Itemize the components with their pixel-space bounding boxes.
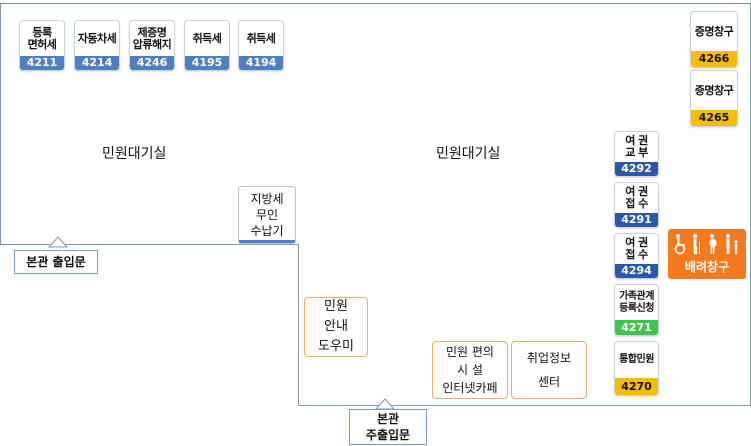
counter-passport-apply-2[interactable]: 여 권 접 수 4294 [614,233,659,279]
main-front-entrance-label: 본관 주출입문 [365,412,411,442]
counter-certificates[interactable]: 제증명 압류해지 4246 [129,20,175,71]
main-front-entrance[interactable]: 본관 주출입문 [349,409,427,445]
internet-cafe[interactable]: 민원 편의 시 설 인터넷카페 [432,341,508,399]
counter-label: 제증명 압류해지 [132,25,172,51]
counter-number: 4270 [615,378,658,395]
internet-cafe-label: 민원 편의 시 설 인터넷카페 [442,345,498,395]
counter-passport-issue[interactable]: 여 권 교 부 4292 [614,131,659,177]
cane-elder-icon [693,234,700,254]
tax-kiosk-label: 지방세 무인 수납기 [250,192,284,238]
job-info-center[interactable]: 취업정보 센터 [511,341,587,399]
priority-window-label: 배려창구 [684,260,730,274]
counter-number: 4246 [130,56,174,70]
counter-label: 취득세 [246,31,276,45]
wall-left [0,3,1,245]
counter-label: 가족관계 등록신청 [619,290,654,314]
counter-label: 등록 면허세 [27,25,57,51]
main-entrance-label: 본관 출입문 [26,255,86,269]
counter-certificate-window-2[interactable]: 증명창구 4265 [690,70,738,127]
wheelchair-icon [674,234,686,255]
counter-acquisition-tax-1[interactable]: 취득세 4195 [184,20,230,71]
counter-label: 자동차세 [77,31,117,45]
counter-number: 4292 [615,162,658,176]
counter-number: 4194 [239,56,283,70]
counter-number: 4266 [691,51,737,67]
priority-window[interactable]: 배려창구 [668,229,746,279]
counter-number: 4271 [615,320,658,335]
counter-label: 증명창구 [694,24,734,38]
counter-family-registration[interactable]: 가족관계 등록신청 4271 [614,284,659,336]
main-entrance[interactable]: 본관 출입문 [14,250,98,274]
wall-top [0,3,751,4]
counter-number: 4265 [691,110,737,126]
counter-vehicle-tax[interactable]: 자동차세 4214 [74,20,120,71]
job-info-label: 취업정보 센터 [526,351,572,389]
counter-label: 여 권 접 수 [625,236,648,261]
guide-helper-desk[interactable]: 민원 안내 도우미 [304,297,368,357]
wall-mid-horizontal [0,244,298,245]
counter-certificate-window-1[interactable]: 증명창구 4266 [690,11,738,68]
counter-number: 4211 [20,56,64,70]
counter-registration-tax[interactable]: 등록 면허세 4211 [19,20,65,71]
wall-bottom [298,405,751,406]
counter-number: 4294 [615,264,658,278]
counter-passport-apply-1[interactable]: 여 권 접 수 4291 [614,182,659,228]
wall-mid-vertical [298,244,299,406]
priority-icons [674,234,738,255]
kiosk-bottom-bar [239,240,295,243]
up-arrow-icon [48,236,68,248]
counter-label: 여 권 접 수 [625,185,648,210]
waiting-room-label-left: 민원대기실 [102,146,167,162]
counter-label: 통합민원 [619,354,654,365]
pregnant-icon [709,234,717,254]
counter-label: 여 권 교 부 [625,134,648,159]
counter-acquisition-tax-2[interactable]: 취득세 4194 [238,20,284,71]
guide-helper-label: 민원 안내 도우미 [318,299,354,354]
parent-child-icon [726,234,738,254]
counter-integrated-services[interactable]: 통합민원 4270 [614,341,659,396]
waiting-room-label-right: 민원대기실 [436,146,501,162]
counter-number: 4214 [75,56,119,70]
counter-number: 4195 [185,56,229,70]
counter-number: 4291 [615,213,658,227]
counter-label: 취득세 [192,31,222,45]
counter-label: 증명창구 [694,83,734,97]
tax-kiosk[interactable]: 지방세 무인 수납기 [238,186,296,244]
